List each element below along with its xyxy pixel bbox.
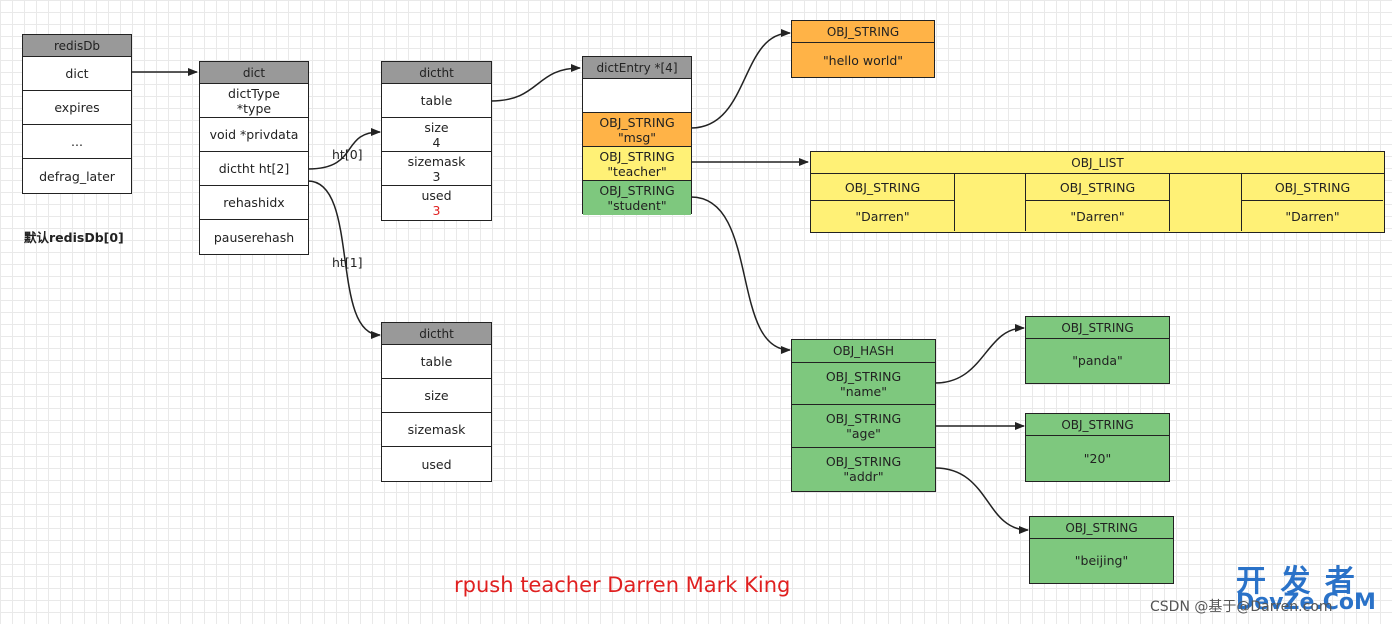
list-item-1-value: "Darren"	[1070, 208, 1125, 224]
string-twenty: OBJ_STRING "20"	[1025, 413, 1170, 482]
list-gap-0	[955, 174, 1026, 231]
hash-object: OBJ_HASH OBJ_STRING "name" OBJ_STRING "a…	[791, 339, 936, 492]
redisdb-field-defrag-later: defrag_later	[39, 168, 115, 184]
list-gap-1	[1170, 174, 1242, 231]
redisdb-field-expires: expires	[23, 91, 131, 125]
arrow-ht0	[307, 128, 381, 170]
redisdb-field-ellipsis: ...	[23, 125, 131, 159]
list-items-row: OBJ_STRING "Darren" OBJ_STRING "Darren" …	[811, 174, 1383, 231]
list-header: OBJ_LIST	[811, 152, 1384, 174]
ht1-label: ht[1]	[332, 255, 363, 270]
dictht0-field-sizemask: sizemask 3	[382, 152, 491, 186]
twenty-header: OBJ_STRING	[1026, 414, 1169, 436]
list-item-0: OBJ_STRING "Darren"	[811, 174, 955, 231]
dictht1-field-size: size	[382, 379, 491, 413]
dictht1-header: dictht	[382, 323, 491, 345]
redisdb-field-dict: dict	[23, 57, 131, 91]
dictentry-slot-teacher: OBJ_STRING "teacher"	[583, 147, 691, 181]
hash-field-addr: OBJ_STRING "addr"	[825, 454, 902, 484]
dictentry-slot-empty	[583, 79, 691, 113]
list-item-0-header: OBJ_STRING	[811, 174, 954, 201]
arrow-ht1	[307, 180, 381, 339]
list-item-1: OBJ_STRING "Darren"	[1026, 174, 1170, 231]
dictentry-slot-student: OBJ_STRING "student"	[583, 181, 691, 215]
arrow-student-hash	[690, 196, 791, 354]
dict-field-ht: dictht ht[2]	[200, 152, 308, 186]
dictht0-sizemask-text: sizemask 3	[407, 153, 466, 184]
arrow-name-panda	[934, 324, 1025, 384]
hello-value: "hello world"	[822, 52, 904, 68]
dictht0-size-text: size 4	[424, 119, 449, 150]
redisdb-caption: 默认redisDb[0]	[24, 230, 124, 245]
beijing-header: OBJ_STRING	[1030, 517, 1173, 539]
dictht0-header: dictht	[382, 62, 491, 84]
dict-field-pauserehash: pauserehash	[213, 229, 295, 245]
dictht1-struct: dictht table size sizemask used	[381, 322, 492, 482]
string-panda: OBJ_STRING "panda"	[1025, 316, 1170, 384]
command-text: rpush teacher Darren Mark King	[454, 573, 791, 597]
hash-field-age: OBJ_STRING "age"	[792, 405, 935, 448]
twenty-value: "20"	[1083, 450, 1112, 466]
arrow-table-entries	[490, 64, 581, 102]
dictht1-field-table: table	[382, 345, 491, 379]
dict-field-privdata: void *privdata	[200, 118, 308, 152]
string-beijing: OBJ_STRING "beijing"	[1029, 516, 1174, 584]
hash-header: OBJ_HASH	[792, 340, 935, 363]
dict-field-type: dictType *type	[200, 84, 308, 118]
redisdb-header: redisDb	[23, 35, 131, 57]
dictht1-field-used: used	[421, 456, 452, 472]
watermark-credit: CSDN @基于@Darren.com	[1150, 599, 1333, 615]
ht0-label: ht[0]	[332, 147, 363, 162]
dictht0-field-size: size 4	[382, 118, 491, 152]
list-object: OBJ_LIST OBJ_STRING "Darren" OBJ_STRING …	[810, 151, 1385, 233]
list-item-0-value: "Darren"	[855, 208, 910, 224]
redisdb-struct: redisDb dict expires ... defrag_later	[22, 34, 132, 194]
dictht0-field-table: table	[382, 84, 491, 118]
panda-value: "panda"	[1072, 353, 1123, 368]
string-hello-world: OBJ_STRING "hello world"	[791, 20, 935, 78]
dict-field-rehashidx: rehashidx	[200, 186, 308, 220]
dict-header: dict	[200, 62, 308, 84]
arrow-addr-beijing	[934, 467, 1029, 534]
watermark-logo-sub: DevZe.CoM	[1236, 590, 1376, 615]
dict-struct: dict dictType *type void *privdata dicth…	[199, 61, 309, 255]
arrow-msg-hello	[690, 29, 791, 129]
dictentry-array: dictEntry *[4] OBJ_STRING "msg" OBJ_STRI…	[582, 56, 692, 215]
list-item-2: OBJ_STRING "Darren"	[1242, 174, 1383, 231]
dictht1-field-sizemask: sizemask	[382, 413, 491, 447]
watermark-logo: 开 发 者	[1236, 564, 1357, 599]
list-item-2-value: "Darren"	[1285, 208, 1340, 224]
panda-header: OBJ_STRING	[1026, 317, 1169, 339]
dictentry-header: dictEntry *[4]	[583, 57, 691, 79]
list-item-2-header: OBJ_STRING	[1242, 174, 1383, 201]
hash-field-name: OBJ_STRING "name"	[792, 363, 935, 405]
beijing-value: "beijing"	[1074, 553, 1129, 568]
hello-header: OBJ_STRING	[792, 21, 934, 43]
dictentry-slot-msg: OBJ_STRING "msg"	[583, 113, 691, 147]
list-item-1-header: OBJ_STRING	[1026, 174, 1169, 201]
